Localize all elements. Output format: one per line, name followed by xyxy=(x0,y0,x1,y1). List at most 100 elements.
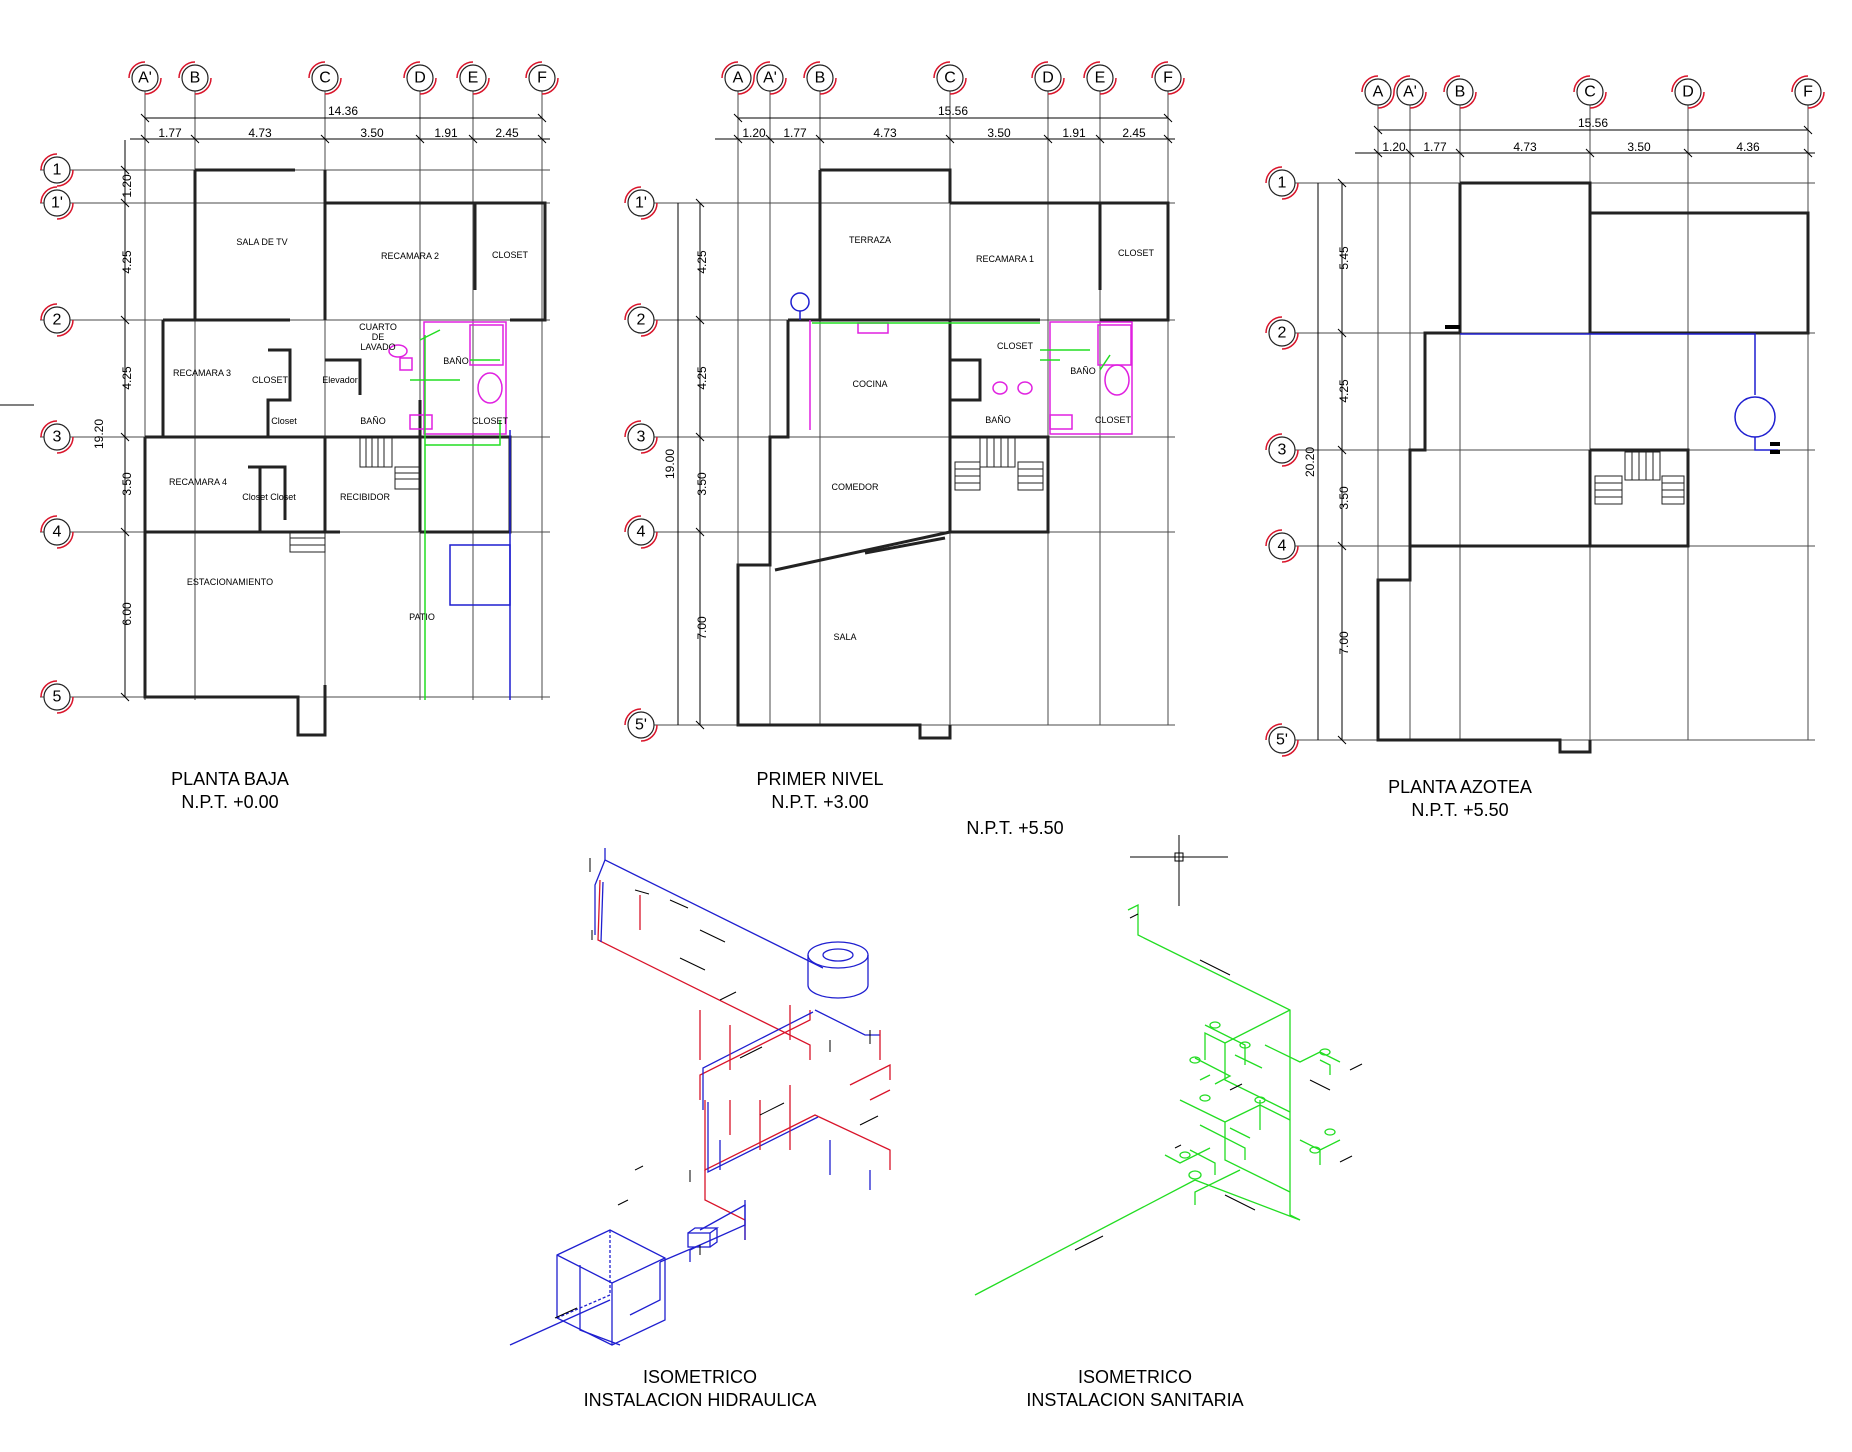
axis-marker-x-label: F xyxy=(1163,70,1173,87)
plan-azotea-level: N.P.T. +5.50 xyxy=(1411,800,1508,820)
room-label: BAÑO xyxy=(985,415,1011,425)
room-label: DE xyxy=(372,332,385,342)
plan-baja-labels: 14.36 1.77 4.73 3.50 1.91 2.45 19.20 1.2… xyxy=(92,104,529,812)
plan-primer-level: N.P.T. +3.00 xyxy=(771,792,868,812)
axis-marker-y: 5 xyxy=(40,680,74,714)
dim-x-3: 4.73 xyxy=(873,126,897,140)
iso-sanitaria-subtitle: INSTALACION SANITARIA xyxy=(1026,1390,1243,1410)
dim-y-3: 3.50 xyxy=(695,472,709,496)
isometric-sanitary-diagram xyxy=(974,903,1363,1296)
room-label: CLOSET xyxy=(492,250,529,260)
dim-y-2: 4.25 xyxy=(695,366,709,390)
room-label: Closet xyxy=(270,492,296,502)
axis-marker-x: F xyxy=(525,61,559,95)
axis-marker-y: 5' xyxy=(624,708,658,742)
plan-baja-pipes xyxy=(410,329,511,700)
axis-marker-y: 3 xyxy=(40,420,74,454)
axis-marker-y: 4 xyxy=(624,515,658,549)
axis-marker-y-label: 2 xyxy=(637,312,646,329)
axis-marker-x-label: B xyxy=(1455,84,1466,101)
dim-y-1: 1.20 xyxy=(120,174,134,198)
dim-x-1: 1.77 xyxy=(158,126,182,140)
dim-y-2: 4.25 xyxy=(1337,379,1351,403)
dim-x-2: 4.73 xyxy=(248,126,272,140)
dim-y-3: 3.50 xyxy=(1337,486,1351,510)
axis-marker-y: 1 xyxy=(1265,166,1299,200)
total-y-dim: 19.00 xyxy=(663,449,677,479)
dim-x-1: 1.20 xyxy=(742,126,766,140)
plan-primer-gridlines xyxy=(630,80,1175,726)
iso-sanitaria-title: ISOMETRICO xyxy=(1078,1367,1192,1387)
plan-baja-title: PLANTA BAJA xyxy=(171,769,289,789)
room-label: COMEDOR xyxy=(832,482,880,492)
plan-baja-stair xyxy=(289,436,421,553)
plan-primer-dimension-lines xyxy=(677,113,1175,730)
cad-crosshair-cursor xyxy=(1130,835,1228,906)
plan-azotea-gridlines xyxy=(1270,92,1815,741)
dim-y-1: 5.45 xyxy=(1337,246,1351,270)
room-label: BAÑO xyxy=(360,416,386,426)
axis-marker-x-label: E xyxy=(1095,70,1106,87)
room-label: RECAMARA 3 xyxy=(173,368,231,378)
room-label: RECAMARA 4 xyxy=(169,477,227,487)
dim-x-1: 1.20 xyxy=(1382,140,1406,154)
axis-marker-x: A xyxy=(721,61,755,95)
axis-marker-y: 4 xyxy=(40,515,74,549)
axis-marker-y-label: 5 xyxy=(53,689,62,706)
dim-y-5: 6.00 xyxy=(120,602,134,626)
iso-hidraulica-subtitle: INSTALACION HIDRAULICA xyxy=(584,1390,817,1410)
plan-baja-walls xyxy=(143,168,547,737)
room-label: RECIBIDOR xyxy=(340,492,391,502)
total-x-dim: 15.56 xyxy=(938,104,968,118)
axis-marker-y-label: 3 xyxy=(637,429,646,446)
room-label: COCINA xyxy=(852,379,887,389)
room-label: ESTACIONAMIENTO xyxy=(187,577,273,587)
dim-x-5: 4.36 xyxy=(1736,140,1760,154)
dim-x-4: 3.50 xyxy=(987,126,1011,140)
axis-marker-x-label: A' xyxy=(138,70,152,87)
axis-marker-x-label: D xyxy=(414,70,426,87)
axis-marker-y-label: 2 xyxy=(53,312,62,329)
plan-primer-title: PRIMER NIVEL xyxy=(756,769,883,789)
room-label: BAÑO xyxy=(443,356,469,366)
axis-marker-x-label: E xyxy=(468,70,479,87)
isometric-hydraulic-diagram xyxy=(509,848,891,1346)
axis-marker-y-label: 3 xyxy=(1278,442,1287,459)
dim-x-4: 3.50 xyxy=(1627,140,1651,154)
room-label: Closet xyxy=(242,492,268,502)
dim-x-5: 2.45 xyxy=(495,126,519,140)
dim-y-3: 4.25 xyxy=(120,366,134,390)
label-mask xyxy=(900,834,1140,854)
room-label: PATIO xyxy=(409,612,435,622)
axis-marker-x: B xyxy=(178,61,212,95)
axis-marker-x: D xyxy=(1031,61,1065,95)
axis-marker-y: 3 xyxy=(1265,433,1299,467)
room-label: CLOSET xyxy=(472,416,509,426)
total-y-dim: 19.20 xyxy=(92,419,106,449)
dim-y-4: 3.50 xyxy=(120,472,134,496)
plan-baja-dimension-lines xyxy=(120,113,550,702)
iso-hidraulica-title: ISOMETRICO xyxy=(643,1367,757,1387)
plan-azotea-walls xyxy=(1376,181,1810,754)
axis-marker-y: 4 xyxy=(1265,529,1299,563)
axis-marker-y: 2 xyxy=(40,303,74,337)
axis-marker-y: 3 xyxy=(624,420,658,454)
room-label: Closet xyxy=(271,416,297,426)
room-label: CLOSET xyxy=(252,375,289,385)
axis-marker-x-label: B xyxy=(190,70,201,87)
dim-y-4: 7.00 xyxy=(695,616,709,640)
axis-marker-y: 5' xyxy=(1265,723,1299,757)
axis-marker-x-label: A xyxy=(733,70,744,87)
axis-marker-y: 1' xyxy=(624,186,658,220)
axis-marker-x-label: F xyxy=(1803,84,1813,101)
axis-marker-y-label: 5' xyxy=(635,717,647,734)
room-label: CLOSET xyxy=(1118,248,1155,258)
axis-marker-y-label: 4 xyxy=(1278,538,1287,555)
axis-marker-x: E xyxy=(1083,61,1117,95)
axis-marker-x-label: A xyxy=(1373,84,1384,101)
axis-marker-x-label: D xyxy=(1042,70,1054,87)
axis-marker-x: D xyxy=(403,61,437,95)
axis-marker-x: C xyxy=(308,61,342,95)
